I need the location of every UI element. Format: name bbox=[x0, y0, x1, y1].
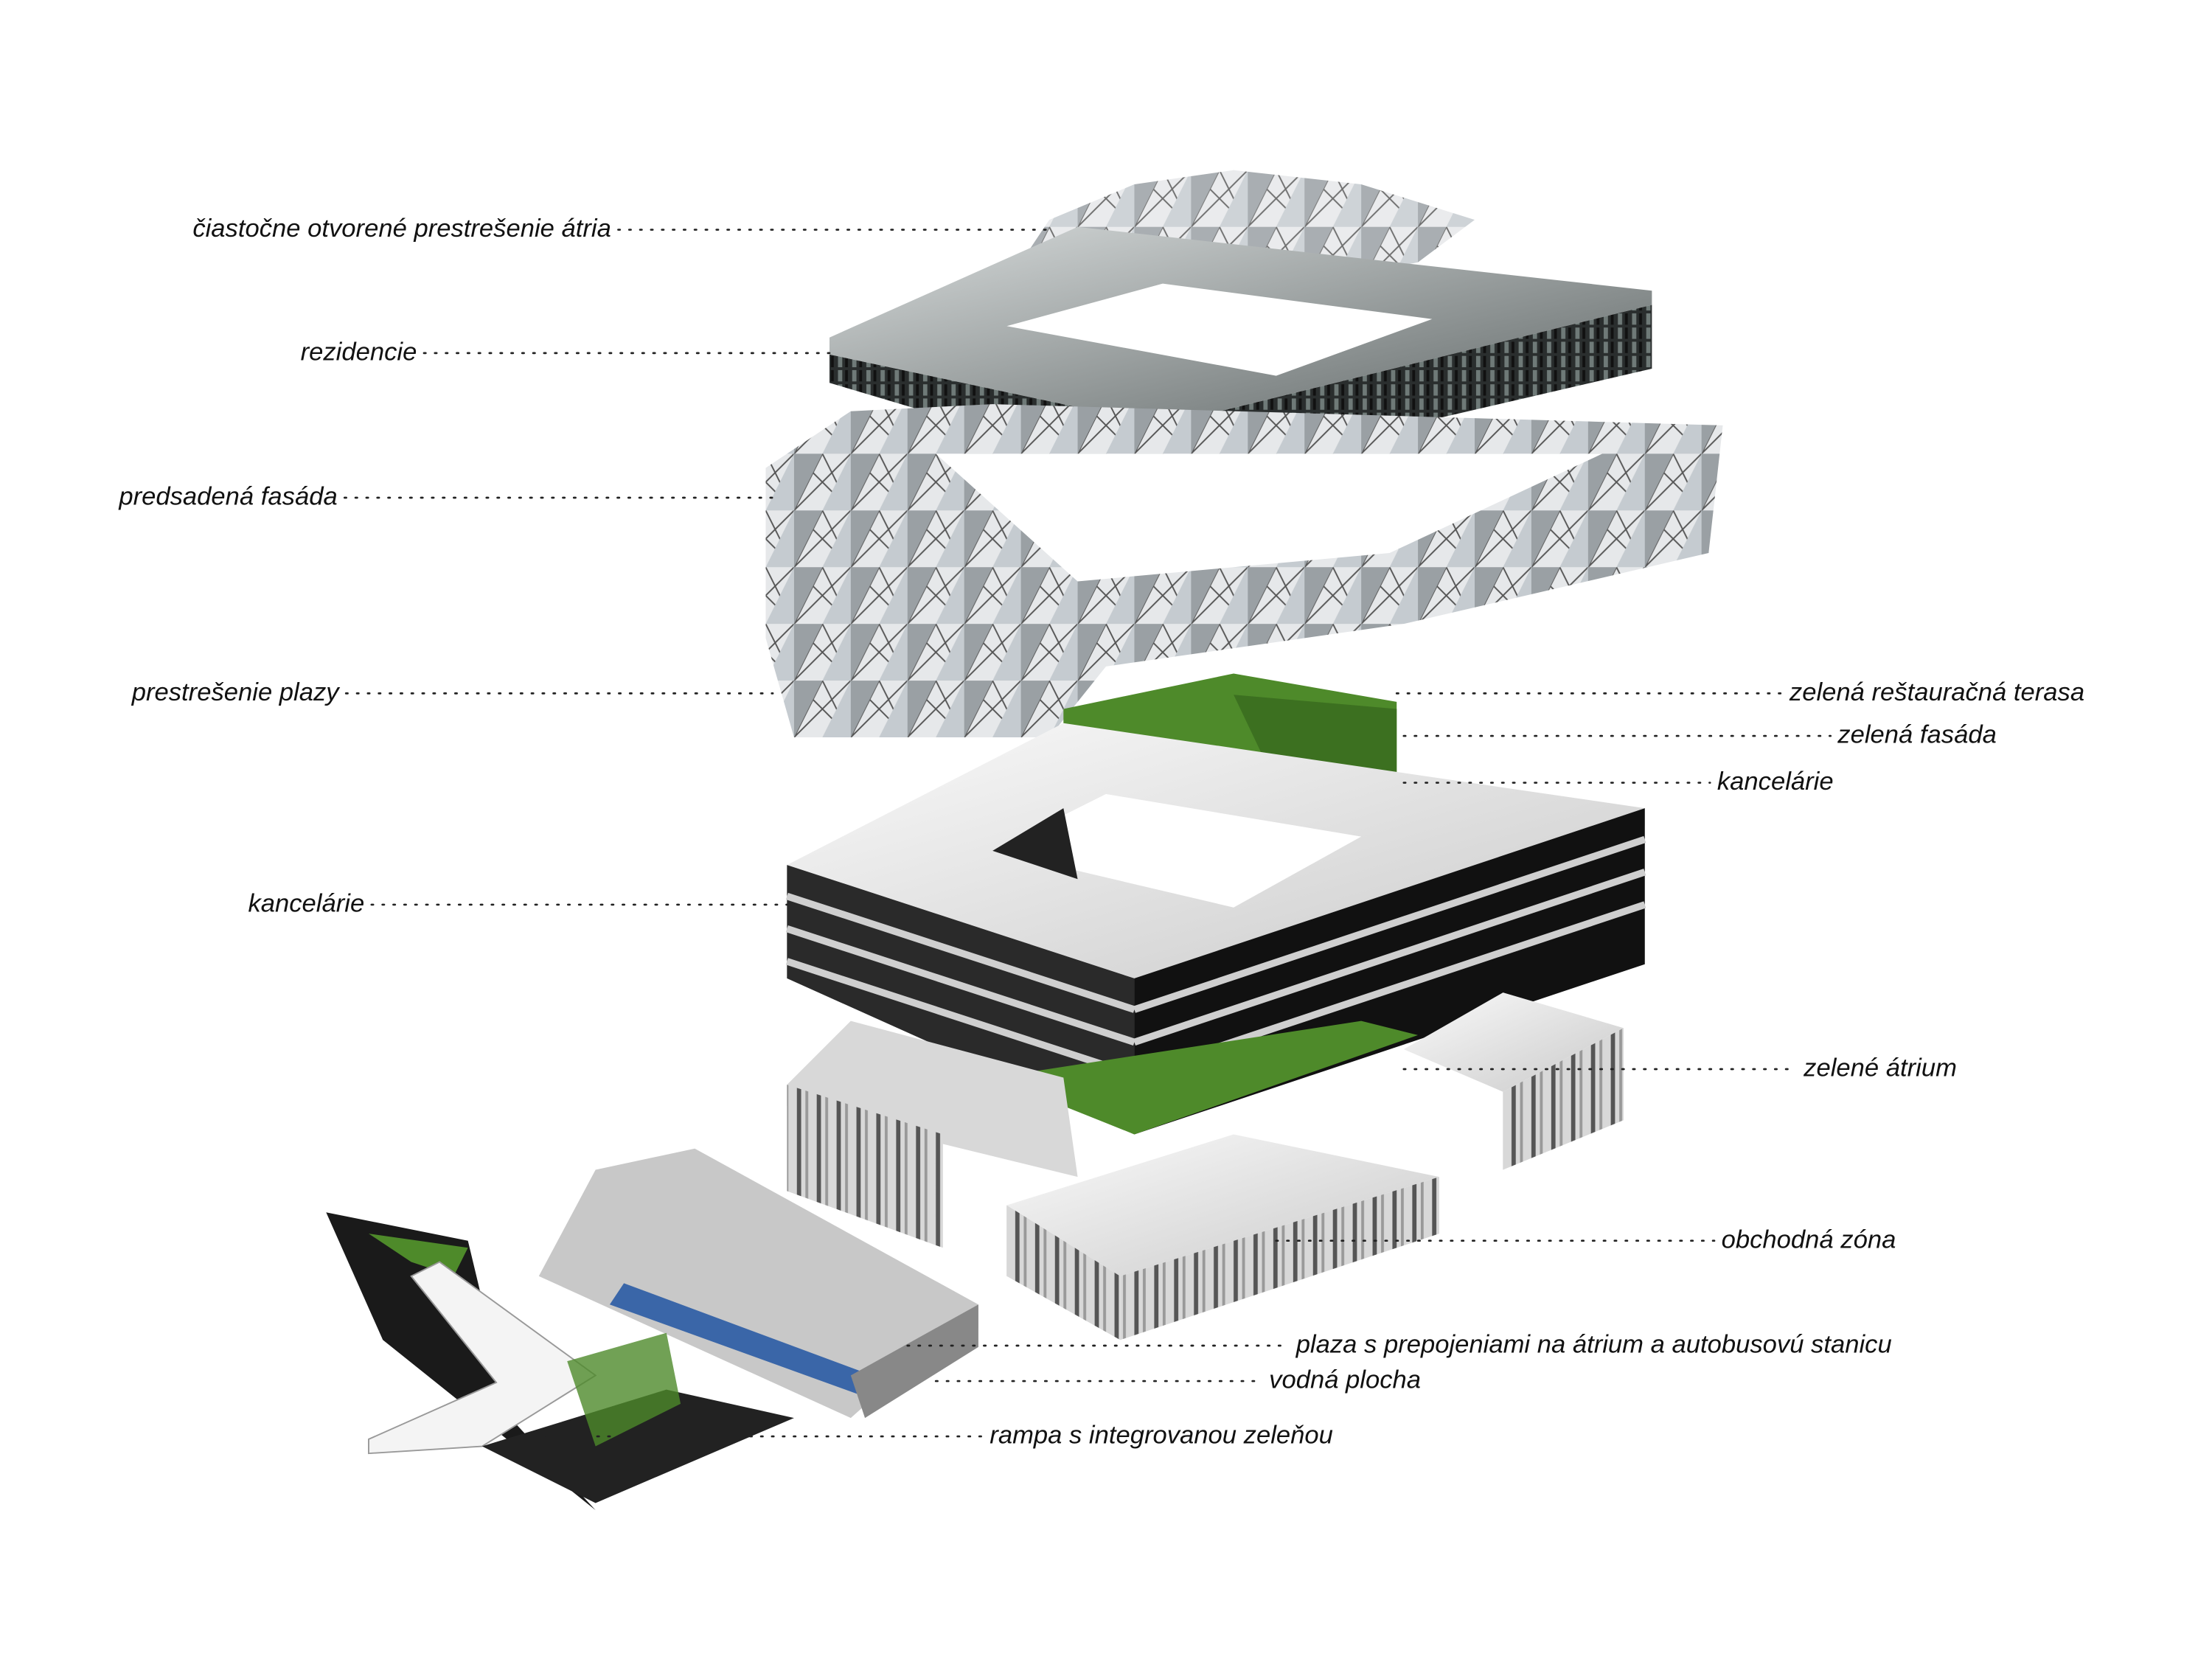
label-residences: rezidencie bbox=[301, 338, 417, 366]
label-green-facade: zelená fasáda bbox=[1837, 721, 1997, 749]
label-plaza: plaza s prepojeniami na átrium a autobus… bbox=[1295, 1331, 1892, 1359]
label-water: vodná plocha bbox=[1269, 1366, 1421, 1394]
label-atrium-roof: čiastočne otvorené prestrešenie átria bbox=[192, 215, 611, 243]
plaza-ramp-layer bbox=[326, 1148, 978, 1511]
retail-layer bbox=[787, 992, 1624, 1340]
label-offices-main: kancelárie bbox=[248, 890, 364, 918]
label-ramp: rampa s integrovanou zeleňou bbox=[990, 1422, 1333, 1450]
label-plaza-roof: prestrešenie plazy bbox=[131, 678, 341, 706]
labels-right: zelená reštauračná terasa zelená fasáda … bbox=[530, 678, 2084, 1450]
label-green-restaurant-terrace: zelená reštauračná terasa bbox=[1789, 678, 2084, 706]
label-offices-green: kancelárie bbox=[1717, 768, 1834, 796]
label-retail-zone: obchodná zóna bbox=[1722, 1225, 1896, 1253]
front-facade-layer bbox=[765, 404, 1723, 737]
label-green-atrium: zelené átrium bbox=[1803, 1054, 1957, 1082]
labels-left: čiastočne otvorené prestrešenie átria re… bbox=[118, 215, 1051, 918]
label-front-facade: predsadená fasáda bbox=[118, 483, 337, 511]
